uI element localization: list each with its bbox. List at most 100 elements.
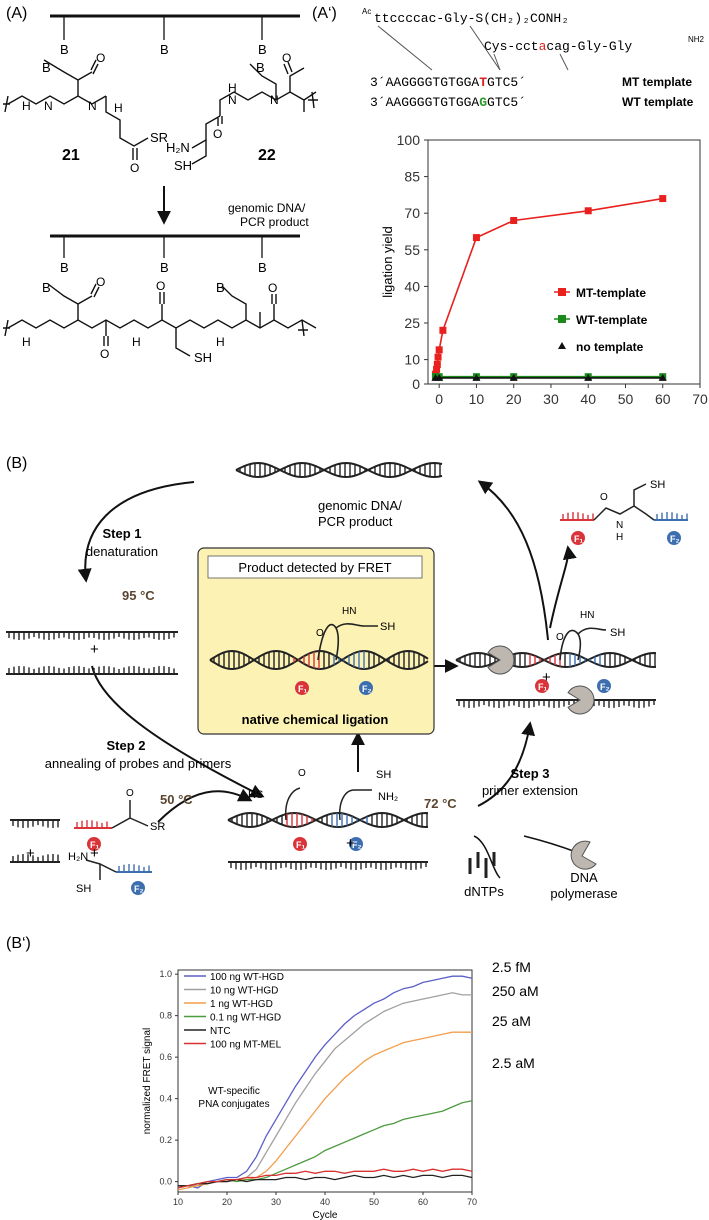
y-tick-label: 1.0 bbox=[159, 969, 172, 979]
compound-22-structure bbox=[191, 61, 318, 165]
step2-description: annealing of probes and primers bbox=[45, 756, 232, 771]
step1-title: Step 1 bbox=[102, 526, 141, 541]
data-point bbox=[433, 365, 441, 373]
thiol-sidechain bbox=[633, 483, 647, 506]
genomic-dna-label-1: genomic DNA/ bbox=[318, 498, 402, 513]
base-label: B bbox=[60, 42, 69, 57]
data-point bbox=[435, 373, 444, 381]
panel-a-label: (A) bbox=[6, 5, 27, 22]
step2-arrow bbox=[91, 665, 265, 798]
plus-sign: + bbox=[90, 845, 99, 862]
amine-label: H₂N bbox=[166, 140, 190, 155]
plus-sign: + bbox=[346, 835, 355, 852]
dna-backbone bbox=[227, 811, 429, 829]
fret-title-bar bbox=[207, 555, 423, 579]
thioester-label: SR bbox=[150, 130, 168, 145]
thioester-label: SR bbox=[150, 821, 165, 833]
plus-sign: + bbox=[542, 669, 551, 686]
base-label: B bbox=[42, 60, 51, 75]
fluorophore-label: F₂ bbox=[670, 534, 680, 544]
legend-label: 10 ng WT-HGD bbox=[210, 986, 278, 997]
step3-arrow bbox=[477, 721, 536, 807]
legend-marker bbox=[558, 342, 566, 349]
dntps-icon bbox=[468, 852, 496, 878]
fluorophore-icon bbox=[667, 531, 681, 545]
legend-label: 1 ng WT-HGD bbox=[210, 999, 273, 1010]
step1-description: denaturation bbox=[86, 544, 158, 559]
fluorophore-label: F₂ bbox=[362, 684, 372, 694]
nitrogen-label: N bbox=[228, 93, 237, 107]
fluorophore-icon bbox=[131, 881, 145, 895]
plus-sign: + bbox=[26, 845, 35, 862]
y-tick-label: 55 bbox=[404, 242, 420, 258]
panel-b-prime-label: (B‘) bbox=[6, 935, 31, 952]
nh-label: H bbox=[616, 532, 623, 543]
genomic-dna-helix bbox=[235, 461, 443, 479]
oxygen-label: O bbox=[126, 788, 134, 799]
fluorophore-label: F₁ bbox=[538, 682, 547, 692]
y-tick-label: 0 bbox=[412, 376, 420, 392]
x-tick-label: 10 bbox=[173, 1197, 183, 1207]
thiol-label: SH bbox=[610, 627, 625, 639]
legend-label: 100 ng MT-MEL bbox=[210, 1040, 282, 1051]
nh-label: H bbox=[114, 101, 123, 115]
denatured-strands bbox=[6, 631, 178, 675]
data-point bbox=[510, 217, 518, 225]
dntps-label: dNTPs bbox=[464, 884, 504, 899]
y-tick-label: 85 bbox=[404, 169, 420, 185]
annotation-line-1: WT-specific bbox=[208, 1086, 260, 1097]
base-label: B bbox=[258, 42, 267, 57]
fluorophore-icon bbox=[359, 681, 373, 695]
series-line bbox=[177, 1031, 472, 1191]
amide-linker bbox=[593, 505, 655, 521]
y-tick-label: 0.2 bbox=[159, 1135, 172, 1145]
y-tick-label: 0.6 bbox=[159, 1052, 172, 1062]
legend-label: WT-template bbox=[576, 313, 648, 327]
data-point bbox=[584, 373, 593, 381]
nh-label: H bbox=[22, 335, 31, 349]
oxygen-label: O bbox=[268, 281, 277, 295]
mt-template-label: MT template bbox=[622, 75, 692, 89]
thiol-label: SH bbox=[174, 158, 192, 173]
oxygen-label: O bbox=[96, 275, 105, 289]
step1-arrow bbox=[77, 481, 195, 583]
data-point bbox=[433, 360, 441, 368]
oxygen-label: O bbox=[556, 632, 564, 643]
probe-1-sequence: ttccccac-Gly-S(CH₂)₂CONH₂ bbox=[374, 11, 569, 26]
dna-backbone bbox=[455, 651, 657, 669]
dna-backbone bbox=[455, 651, 657, 669]
data-point bbox=[434, 353, 442, 361]
x-tick-label: 50 bbox=[618, 391, 634, 407]
legend-marker bbox=[558, 288, 566, 296]
y-tick-label: 25 bbox=[404, 315, 420, 331]
genomic-dna-label-2: PCR product bbox=[318, 514, 393, 529]
fluorophore-label: F₂ bbox=[134, 884, 144, 894]
x-tick-label: 30 bbox=[271, 1197, 281, 1207]
data-point bbox=[509, 373, 518, 381]
ncl-label: native chemical ligation bbox=[242, 712, 389, 727]
fluorophore-label: F₁ bbox=[90, 840, 99, 850]
base-label: B bbox=[256, 60, 265, 75]
x-tick-label: 60 bbox=[655, 391, 671, 407]
wt-template-sequence: 3´AAGGGGTGTGGAGGTC5´ bbox=[370, 95, 526, 110]
y-tick-label: 10 bbox=[404, 352, 420, 368]
oxygen-label: O bbox=[213, 127, 222, 141]
legend-label: MT-template bbox=[576, 286, 646, 300]
polymerase-label-1: DNA bbox=[570, 870, 598, 885]
data-point bbox=[472, 234, 480, 242]
x-tick-label: 60 bbox=[418, 1197, 428, 1207]
panel-a-prime-label: (A‘) bbox=[312, 5, 337, 22]
polymerase-icon bbox=[567, 685, 595, 715]
data-point bbox=[435, 346, 443, 354]
dna-backbone bbox=[227, 811, 429, 829]
wt-template-label: WT template bbox=[622, 95, 694, 109]
panel-a: (A) B B B B O N N H H SR O 21 bbox=[3, 5, 318, 365]
amine-label: NH₂ bbox=[378, 791, 398, 803]
base-label: B bbox=[60, 260, 69, 275]
